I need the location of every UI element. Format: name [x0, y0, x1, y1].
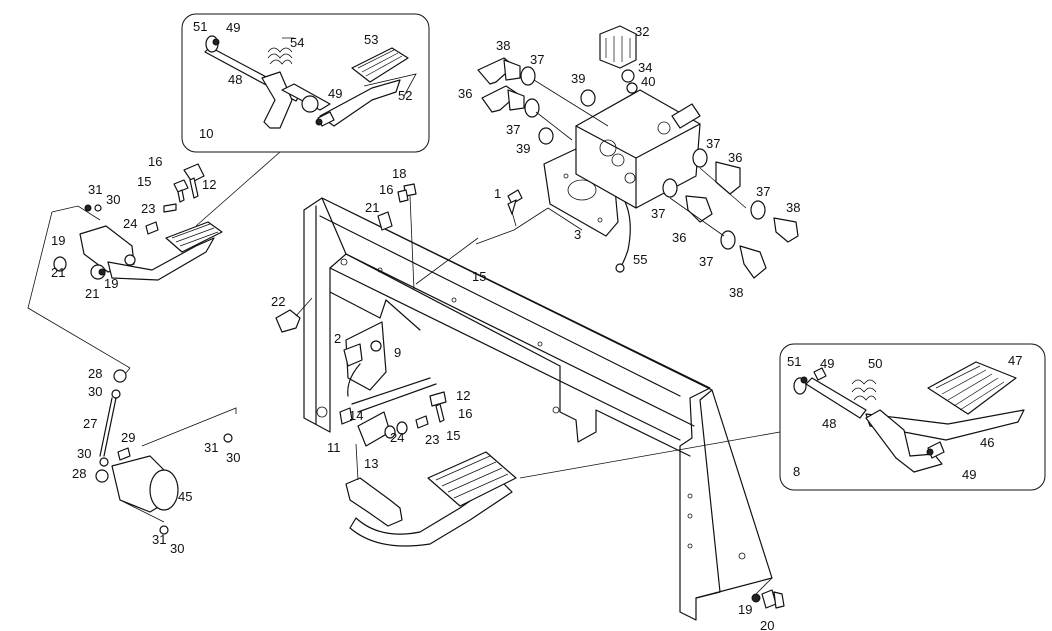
- callout-38: 38: [729, 285, 743, 300]
- callout-36: 36: [728, 150, 742, 165]
- callout-3: 3: [574, 227, 581, 242]
- callout-30: 30: [106, 192, 120, 207]
- callout-16: 16: [379, 182, 393, 197]
- left-pedal-assembly: 16 15 12 31 30 23 24 19 21 21 19: [27, 154, 223, 369]
- callout-50: 50: [868, 356, 882, 371]
- callout-45: 45: [178, 489, 192, 504]
- callout-54: 54: [290, 35, 304, 50]
- callout-40: 40: [641, 74, 655, 89]
- brake-pedal-assembly: 14 11 13 12 16 24 23 15: [327, 377, 781, 547]
- callout-37: 37: [506, 122, 520, 137]
- leader-line: [195, 151, 281, 227]
- callout-31: 31: [88, 182, 102, 197]
- callout-21: 21: [85, 286, 99, 301]
- callout-24: 24: [390, 430, 404, 445]
- callout-32: 32: [635, 24, 649, 39]
- callout-37: 37: [706, 136, 720, 151]
- callout-20: 20: [760, 618, 774, 631]
- inset-detail-8: 51 49 50 47 48 46 8 49: [779, 343, 1046, 491]
- callout-49: 49: [328, 86, 342, 101]
- callout-14: 14: [349, 408, 363, 423]
- callout-15: 1: [494, 186, 501, 201]
- callout-18: 18: [392, 166, 406, 181]
- callout-30: 30: [88, 384, 102, 399]
- callout-16: 16: [458, 406, 472, 421]
- callout-39: 39: [516, 141, 530, 156]
- callout-24: 24: [123, 216, 137, 231]
- callout-37: 37: [756, 184, 770, 199]
- callout-53: 53: [364, 32, 378, 47]
- callout-29: 29: [121, 430, 135, 445]
- center-bracket-assembly: 22 2 9: [271, 291, 421, 397]
- callout-55: 55: [633, 252, 647, 267]
- callout-12: 12: [456, 388, 470, 403]
- callout-19: 19: [104, 276, 118, 291]
- callout-48: 48: [228, 72, 242, 87]
- callout-30: 30: [226, 450, 240, 465]
- callout-10: 10: [199, 126, 213, 141]
- callout-28: 28: [72, 466, 86, 481]
- callout-22: 22: [271, 294, 285, 309]
- hydraulic-manifold: 38 37 32 36 39 34 40 37 39 37 36 37 38 3…: [458, 24, 800, 300]
- callout-48: 48: [822, 416, 836, 431]
- callout-30: 30: [77, 446, 91, 461]
- callout-15: 15: [137, 174, 151, 189]
- callout-34: 34: [638, 60, 652, 75]
- master-cylinder-45: 28 30 27 29 30 28 31 30 45 31 30: [72, 366, 240, 556]
- callout-52: 52: [398, 88, 412, 103]
- callout-31: 31: [204, 440, 218, 455]
- callout-19: 19: [51, 233, 65, 248]
- callout-30: 30: [170, 541, 184, 556]
- callout-49: 49: [226, 20, 240, 35]
- callout-36: 36: [672, 230, 686, 245]
- callout-36: 36: [458, 86, 472, 101]
- callout-51: 51: [193, 19, 207, 34]
- callout-38: 38: [786, 200, 800, 215]
- callout-11: 11: [327, 440, 341, 455]
- callout-13: 13: [364, 456, 378, 471]
- callout-16: 16: [148, 154, 162, 169]
- callout-49: 49: [820, 356, 834, 371]
- callout-31: 31: [152, 532, 166, 547]
- callout-37: 37: [699, 254, 713, 269]
- callout-37: 37: [651, 206, 665, 221]
- callout-51: 51: [787, 354, 801, 369]
- callout-21: 21: [365, 200, 379, 215]
- callout-23: 23: [425, 432, 439, 447]
- callout-19: 19: [738, 602, 752, 617]
- callout-27: 27: [83, 416, 97, 431]
- callout-12: 12: [202, 177, 216, 192]
- callout-15: 15: [446, 428, 460, 443]
- frame-fasteners: 18 16 21: [365, 166, 417, 291]
- callout-37: 37: [530, 52, 544, 67]
- inset-detail-10: 51 49 54 53 48 49 52 10: [181, 13, 430, 153]
- callout-49: 49: [962, 467, 976, 482]
- callout-8: 8: [793, 464, 800, 479]
- callout-28: 28: [88, 366, 102, 381]
- callout-2: 2: [334, 331, 341, 346]
- callout-47: 47: [1008, 353, 1022, 368]
- callout-1: 15: [472, 269, 486, 284]
- bottom-bolt: 19 20: [738, 577, 785, 631]
- callout-23: 23: [141, 201, 155, 216]
- callout-46: 46: [980, 435, 994, 450]
- callout-9: 9: [394, 345, 401, 360]
- callout-39: 39: [571, 71, 585, 86]
- callout-38: 38: [496, 38, 510, 53]
- callout-21: 21: [51, 265, 65, 280]
- main-frame-1: 15: [303, 197, 773, 621]
